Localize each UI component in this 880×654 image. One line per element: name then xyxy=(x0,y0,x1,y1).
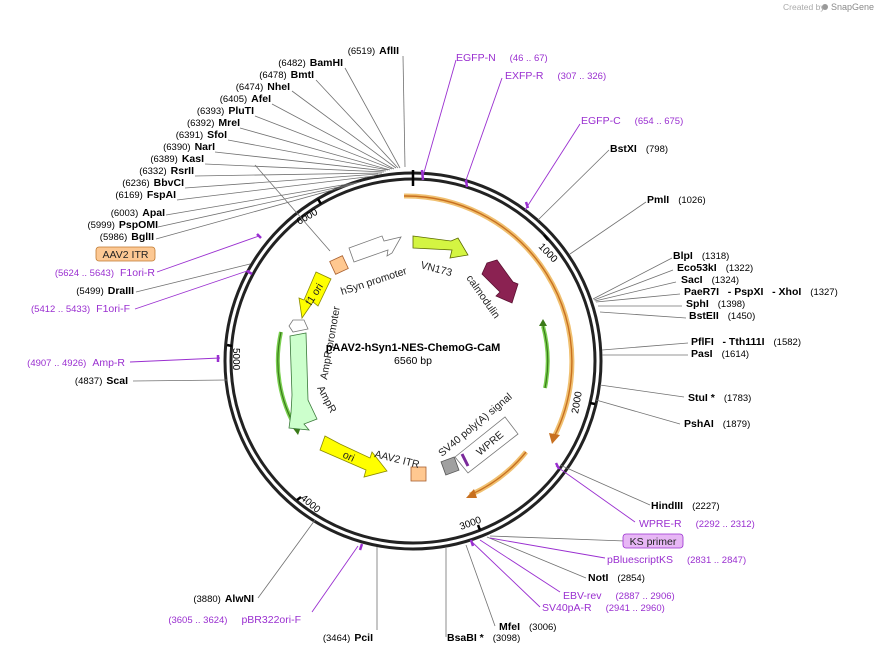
feature-calmodulin xyxy=(481,259,519,304)
tick-mark xyxy=(543,234,549,241)
enzyme-pflfi-tth111i[interactable]: PflFI - Tth111I(1582) xyxy=(691,336,801,348)
primer-pbr322ori-f[interactable]: (3605 .. 3624)pBR322ori-F xyxy=(168,614,301,626)
orf-main-arrow-icon xyxy=(549,433,560,444)
enzyme-bglii[interactable]: (5986)BglII xyxy=(100,231,154,243)
enzyme-alwni[interactable]: (3880)AlwNI xyxy=(193,593,254,605)
feature-sv40-mark xyxy=(460,453,470,467)
label-hsyn-promoter: hSyn promoter xyxy=(339,265,409,298)
orf-second-arrow-icon xyxy=(466,489,477,498)
tick-5000: 5000 xyxy=(230,348,241,371)
enzyme-stui[interactable]: StuI *(1783) xyxy=(688,392,751,404)
enzyme-rsrii[interactable]: (6332)RsrII xyxy=(139,165,194,177)
enzyme-afei[interactable]: (6405)AfeI xyxy=(220,93,271,105)
enzyme-sfoi[interactable]: (6391)SfoI xyxy=(176,129,227,141)
enzyme-fspai[interactable]: (6169)FspAI xyxy=(115,189,176,201)
plasmid-size: 6560 bp xyxy=(394,355,432,367)
feature-sv40-polya xyxy=(440,456,460,476)
enzyme-bsteii[interactable]: BstEII(1450) xyxy=(689,310,755,322)
backbone xyxy=(223,170,603,551)
label-ampr: AmpR xyxy=(314,384,338,416)
enzyme-eco53ki[interactable]: Eco53kI(1322) xyxy=(677,262,753,274)
enzyme-noti[interactable]: NotI(2854) xyxy=(588,572,645,584)
enzyme-draiii[interactable]: (5499)DraIII xyxy=(76,285,134,297)
orf-green-right-arrow-icon xyxy=(539,319,547,326)
label-ori: ori xyxy=(341,449,357,465)
enzyme-bstxi[interactable]: BstXI(798) xyxy=(610,143,668,155)
ks-primer-box xyxy=(622,533,684,549)
primer-leader-lines xyxy=(129,59,636,613)
aav2-itr-box-label[interactable]: AAV2 ITR xyxy=(103,249,149,261)
enzyme-mfei[interactable]: MfeI(3006) xyxy=(499,621,556,633)
primer-egfp-c[interactable]: EGFP-C(654 .. 675) xyxy=(581,115,683,127)
primer-f1ori-r[interactable]: (5624 .. 5643)F1ori-R xyxy=(55,267,156,279)
tick-2000: 2000 xyxy=(570,390,585,414)
feature-f1-ori xyxy=(298,271,332,320)
feature-ampr-promoter xyxy=(288,319,309,333)
snapgene-logo-icon xyxy=(822,4,828,10)
features xyxy=(288,235,519,482)
primer-ebv-rev[interactable]: EBV-rev(2887 .. 2906) xyxy=(563,590,675,602)
enzyme-bsabi[interactable]: BsaBI *(3098) xyxy=(447,632,520,644)
enzyme-bmti[interactable]: (6478)BmtI xyxy=(259,69,314,81)
enzyme-bamhi[interactable]: (6482)BamHI xyxy=(278,57,343,69)
primer-sv40pa-r[interactable]: SV40pA-R(2941 .. 2960) xyxy=(542,602,665,614)
tick-mark xyxy=(316,198,323,205)
primer-f1ori-f[interactable]: (5412 .. 5433)F1ori-F xyxy=(31,303,130,315)
tick-mark xyxy=(476,524,482,531)
enzyme-pasi[interactable]: PasI(1614) xyxy=(691,348,749,360)
enzyme-sphi[interactable]: SphI(1398) xyxy=(686,298,745,310)
enzyme-mrei[interactable]: (6392)MreI xyxy=(187,117,240,129)
primer-amp-r[interactable]: (4907 .. 4926)Amp-R xyxy=(27,357,125,369)
enzyme-pluti[interactable]: (6393)PluTI xyxy=(197,105,254,117)
primer-exfp-r[interactable]: EXFP-R(307 .. 326) xyxy=(505,70,606,82)
feature-wpre xyxy=(454,416,519,474)
plasmid-name: pAAV2-hSyn1-NES-ChemoG-CaM xyxy=(326,342,501,354)
credit-brand: SnapGene xyxy=(831,2,874,12)
tick-mark xyxy=(226,343,233,348)
enzyme-pcii[interactable]: (3464)PciI xyxy=(323,632,373,644)
enzymes-left: (6519)AflII (6482)BamHI (6478)BmtI (6474… xyxy=(75,45,399,644)
boxed-labels: AAV2 ITR KS primer xyxy=(95,246,684,549)
tick-mark xyxy=(589,401,596,406)
label-vn173: VN173 xyxy=(419,259,453,279)
enzyme-saci[interactable]: SacI(1324) xyxy=(681,274,739,286)
enzyme-hindiii[interactable]: HindIII(2227) xyxy=(651,500,720,512)
feature-aav2-itr-bottom xyxy=(410,466,427,482)
enzyme-nhei[interactable]: (6474)NheI xyxy=(236,81,290,93)
primer-egfp-n[interactable]: EGFP-N(46 .. 67) xyxy=(456,52,548,64)
enzyme-leader-lines xyxy=(132,55,689,637)
feature-ampr xyxy=(288,332,318,431)
enzyme-paer7i-pspxi-xhoi[interactable]: PaeR7I - PspXI - XhoI(1327) xyxy=(684,286,838,298)
enzymes-right: BstXI(798) PmlI(1026) BlpI(1318) Eco53kI… xyxy=(447,143,838,644)
enzyme-bbvci[interactable]: (6236)BbvCI xyxy=(122,177,184,189)
orf-main xyxy=(403,193,575,439)
aav2-itr-box xyxy=(95,246,156,262)
enzyme-scai[interactable]: (4837)ScaI xyxy=(75,375,128,387)
enzyme-pspomi[interactable]: (5999)PspOMI xyxy=(87,219,158,231)
enzyme-apai[interactable]: (6003)ApaI xyxy=(111,207,165,219)
feature-aav2-itr-top xyxy=(329,255,349,275)
tick-mark xyxy=(296,496,302,501)
enzyme-kasi[interactable]: (6389)KasI xyxy=(150,153,204,165)
primers: EGFP-N(46 .. 67) EXFP-R(307 .. 326) EGFP… xyxy=(27,52,755,626)
enzyme-blpi[interactable]: BlpI(1318) xyxy=(673,250,729,262)
feature-ori xyxy=(319,435,388,478)
primer-pbluescriptks[interactable]: pBluescriptKS(2831 .. 2847) xyxy=(607,554,746,566)
ks-primer-box-label[interactable]: KS primer xyxy=(630,536,677,548)
enzyme-aflii[interactable]: (6519)AflII xyxy=(348,45,399,57)
primer-wpre-r[interactable]: WPRE-R(2292 .. 2312) xyxy=(639,518,755,530)
enzyme-pshai[interactable]: PshAI(1879) xyxy=(684,418,750,430)
feature-vn173 xyxy=(412,235,469,259)
feature-hsyn-promoter xyxy=(348,235,402,263)
credit-text: Created by xyxy=(783,2,825,12)
enzyme-pmli[interactable]: PmlI(1026) xyxy=(647,194,706,206)
enzyme-nari[interactable]: (6390)NarI xyxy=(163,141,215,153)
